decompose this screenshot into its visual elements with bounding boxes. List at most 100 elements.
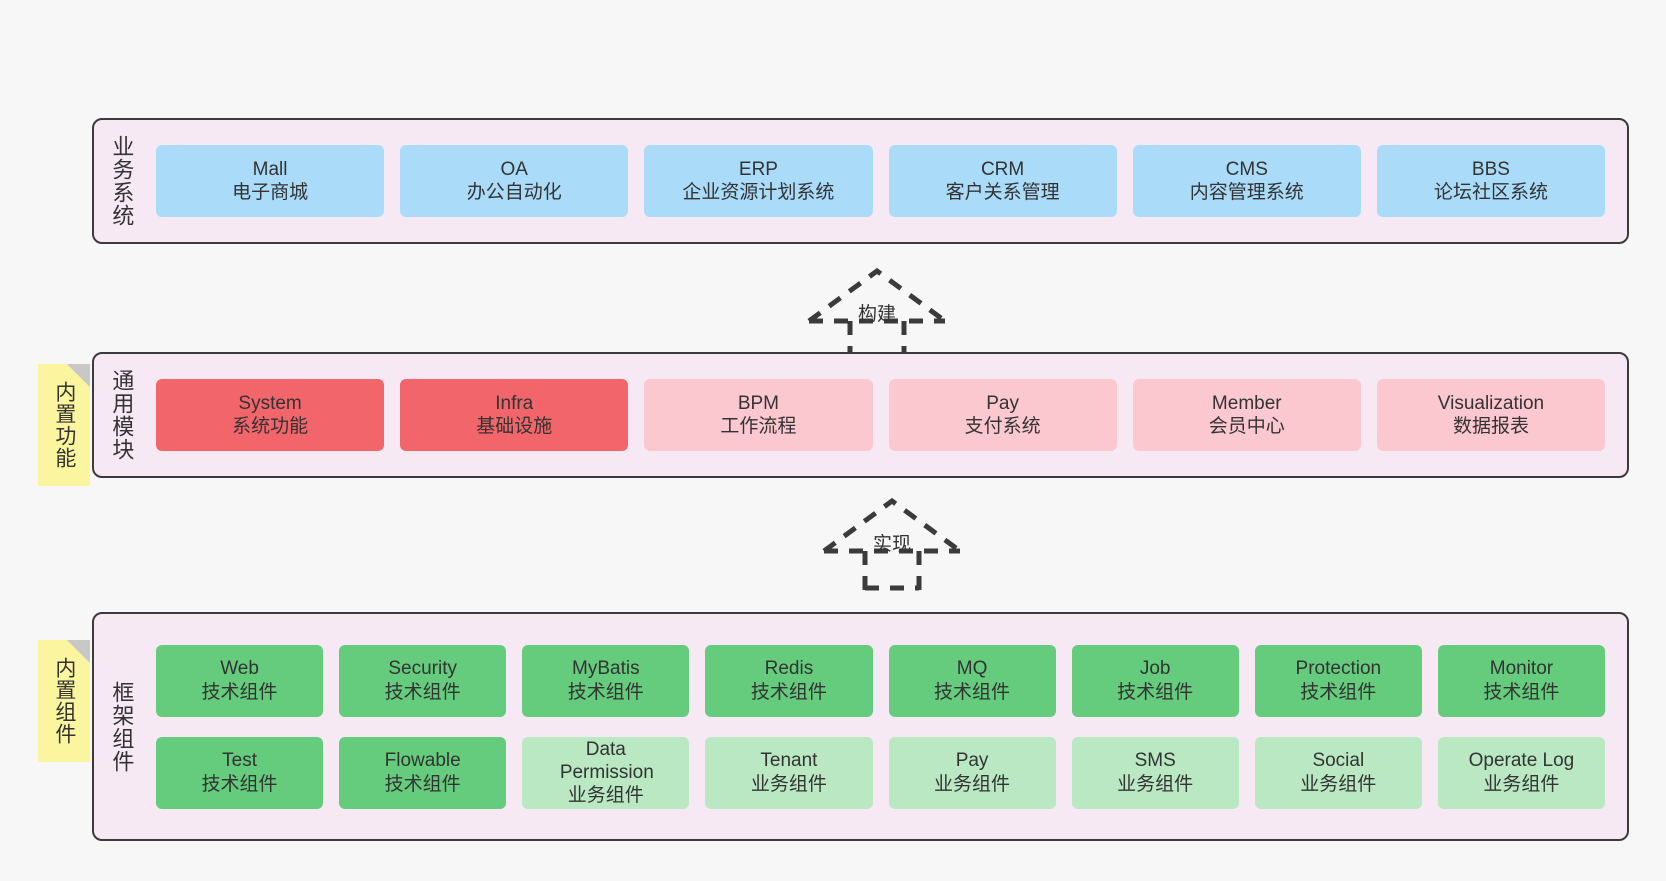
- cell: Pay 业务组件: [881, 736, 1064, 809]
- box-subtitle: 数据报表: [1452, 416, 1529, 437]
- box-subtitle: 办公自动化: [466, 182, 562, 203]
- box-infra[interactable]: Infra 基础设施: [400, 379, 629, 451]
- box-title: Job: [1139, 658, 1171, 680]
- box-subtitle: 支付系统: [964, 416, 1041, 437]
- box-title: ERP: [738, 158, 778, 180]
- box-visualization[interactable]: Visualization 数据报表: [1376, 379, 1606, 451]
- box-social[interactable]: Social 业务组件: [1254, 736, 1422, 809]
- cell: SMS 业务组件: [1064, 736, 1247, 809]
- box-cms[interactable]: CMS 内容管理系统: [1132, 145, 1361, 217]
- section-business-systems: 业务系统 Mall 电子商城 OA 办公自动化 ERP 企业资源计划系统: [92, 118, 1629, 244]
- arrow-implement: 实现: [812, 495, 972, 591]
- cell: Security 技术组件: [331, 644, 514, 717]
- box-title: MyBatis: [572, 658, 640, 680]
- cell: Flowable 技术组件: [331, 736, 514, 809]
- box-oa[interactable]: OA 办公自动化: [400, 145, 629, 217]
- box-pay-component[interactable]: Pay 业务组件: [888, 736, 1056, 809]
- box-test[interactable]: Test 技术组件: [156, 736, 324, 809]
- row-framework-tech: Web 技术组件 Security 技术组件 MyBatis 技术组件 Redi…: [148, 644, 1613, 717]
- box-subtitle: 工作流程: [720, 416, 797, 437]
- note-text: 内置功能: [52, 381, 76, 469]
- box-title: CRM: [980, 158, 1025, 180]
- box-title: Test: [222, 750, 257, 772]
- box-mybatis[interactable]: MyBatis 技术组件: [522, 644, 690, 717]
- box-title: Security: [388, 658, 457, 680]
- box-erp[interactable]: ERP 企业资源计划系统: [644, 145, 873, 217]
- box-subtitle: 业务组件: [934, 773, 1011, 795]
- box-pay-module[interactable]: Pay 支付系统: [888, 379, 1117, 451]
- box-title: Flowable: [384, 750, 461, 772]
- row-business-systems: Mall 电子商城 OA 办公自动化 ERP 企业资源计划系统 CRM: [148, 145, 1613, 217]
- box-monitor[interactable]: Monitor 技术组件: [1437, 644, 1605, 717]
- box-title: CMS: [1225, 158, 1268, 180]
- box-subtitle: 业务组件: [567, 785, 644, 807]
- arrow-label-build: 构建: [857, 304, 897, 325]
- box-subtitle: 技术组件: [567, 681, 644, 703]
- cell: Member 会员中心: [1125, 379, 1369, 451]
- cell: Redis 技术组件: [697, 644, 880, 717]
- cell: Operate Log 业务组件: [1430, 736, 1613, 809]
- box-system[interactable]: System 系统功能: [156, 379, 385, 451]
- section-framework-components: 框架组件 Web 技术组件 Security 技术组件 MyBatis 技术组件: [92, 612, 1629, 841]
- box-member[interactable]: Member 会员中心: [1132, 379, 1361, 451]
- note-text: 内置组件: [52, 657, 76, 745]
- section-body-framework-components: Web 技术组件 Security 技术组件 MyBatis 技术组件 Redi…: [148, 614, 1627, 839]
- section-body-business-systems: Mall 电子商城 OA 办公自动化 ERP 企业资源计划系统 CRM: [148, 120, 1627, 242]
- box-subtitle: 业务组件: [1300, 773, 1377, 795]
- box-data-permission[interactable]: Data Permission 业务组件: [522, 736, 690, 809]
- box-subtitle: 技术组件: [1117, 681, 1194, 703]
- box-title: Mall: [252, 158, 288, 180]
- box-job[interactable]: Job 技术组件: [1071, 644, 1239, 717]
- box-bpm[interactable]: BPM 工作流程: [644, 379, 873, 451]
- box-title: Operate Log: [1468, 750, 1575, 772]
- box-redis[interactable]: Redis 技术组件: [705, 644, 873, 717]
- box-subtitle: 技术组件: [201, 773, 278, 795]
- box-flowable[interactable]: Flowable 技术组件: [339, 736, 507, 809]
- box-tenant[interactable]: Tenant 业务组件: [705, 736, 873, 809]
- box-subtitle: 企业资源计划系统: [682, 182, 835, 203]
- arrow-build: 构建: [797, 265, 957, 361]
- box-subtitle: 内容管理系统: [1189, 182, 1304, 203]
- section-label-framework-components: 框架组件: [109, 680, 135, 773]
- box-title: Visualization: [1437, 392, 1545, 414]
- box-bbs[interactable]: BBS 论坛社区系统: [1376, 145, 1606, 217]
- box-subtitle: 技术组件: [384, 773, 461, 795]
- box-web[interactable]: Web 技术组件: [156, 644, 324, 717]
- box-title: Pay: [986, 392, 1019, 414]
- box-title: Data Permission: [559, 738, 654, 783]
- cell: MQ 技术组件: [881, 644, 1064, 717]
- box-mq[interactable]: MQ 技术组件: [888, 644, 1056, 717]
- section-label-common-modules: 通用模块: [109, 369, 135, 461]
- box-crm[interactable]: CRM 客户关系管理: [888, 145, 1117, 217]
- box-subtitle: 技术组件: [201, 681, 278, 703]
- box-sms[interactable]: SMS 业务组件: [1071, 736, 1239, 809]
- box-protection[interactable]: Protection 技术组件: [1254, 644, 1422, 717]
- box-operate-log[interactable]: Operate Log 业务组件: [1437, 736, 1605, 809]
- box-title: Web: [220, 658, 259, 680]
- box-subtitle: 客户关系管理: [945, 182, 1060, 203]
- box-title: Redis: [764, 658, 814, 680]
- box-subtitle: 论坛社区系统: [1433, 182, 1548, 203]
- cell: Infra 基础设施: [392, 379, 636, 451]
- box-title: Tenant: [760, 750, 818, 772]
- row-framework-business: Test 技术组件 Flowable 技术组件 Data Permission …: [148, 736, 1613, 809]
- box-title: Pay: [955, 750, 989, 772]
- cell: Mall 电子商城: [148, 145, 392, 217]
- box-title: System: [238, 392, 302, 414]
- cell: Pay 支付系统: [881, 379, 1125, 451]
- box-subtitle: 业务组件: [1483, 773, 1560, 795]
- arrow-label-implement: 实现: [872, 534, 912, 555]
- box-subtitle: 技术组件: [934, 681, 1011, 703]
- cell: Protection 技术组件: [1247, 644, 1430, 717]
- cell: Monitor 技术组件: [1430, 644, 1613, 717]
- note-builtin-components: 内置组件: [38, 640, 90, 762]
- cell: BPM 工作流程: [636, 379, 880, 451]
- box-security[interactable]: Security 技术组件: [339, 644, 507, 717]
- box-mall[interactable]: Mall 电子商城: [156, 145, 385, 217]
- box-title: BBS: [1471, 158, 1510, 180]
- cell: Visualization 数据报表: [1369, 379, 1613, 451]
- box-title: Infra: [495, 392, 534, 414]
- box-subtitle: 技术组件: [1483, 681, 1560, 703]
- cell: OA 办公自动化: [392, 145, 636, 217]
- box-subtitle: 系统功能: [232, 416, 309, 437]
